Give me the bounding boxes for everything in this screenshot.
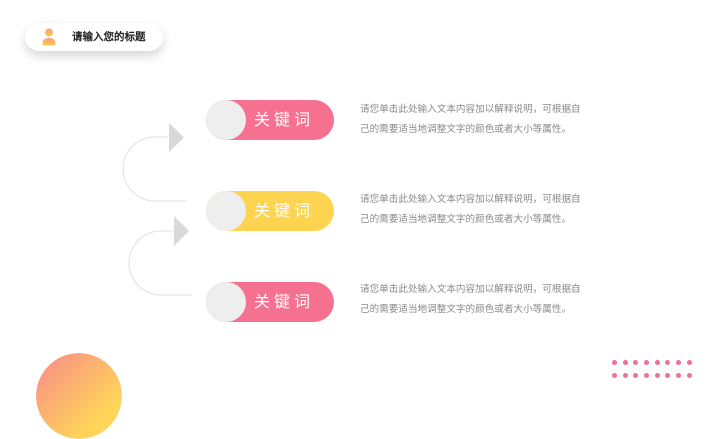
keyword-label: 关键词 [254, 292, 315, 311]
decorative-dot [665, 360, 671, 365]
keyword-pill-3: 关键词 [206, 282, 334, 322]
decorative-dot [633, 360, 639, 365]
decorative-half-circle [36, 353, 122, 439]
decorative-dot [612, 360, 617, 365]
decorative-dot [665, 373, 671, 378]
keyword-pill-1: 关键词 [206, 100, 334, 140]
pill-knob [206, 100, 246, 140]
description-line: 己的需要适当地调整文字的颜色或者大小等属性。 [360, 214, 572, 225]
decorative-dot [622, 360, 628, 365]
decorative-dot [654, 360, 660, 365]
title-badge: 请输入您的标题 [25, 23, 163, 51]
decorative-dot-grid [612, 360, 698, 386]
keyword-label: 关键词 [254, 201, 315, 220]
decorative-dot [644, 373, 650, 378]
description-3: 请您单击此处输入文本内容加以解释说明，可根据自 己的需要适当地调整文字的颜色或者… [360, 280, 610, 320]
description-2: 请您单击此处输入文本内容加以解释说明，可根据自 己的需要适当地调整文字的颜色或者… [360, 190, 610, 230]
person-icon [42, 28, 56, 46]
decorative-dot [676, 373, 682, 378]
description-line: 己的需要适当地调整文字的颜色或者大小等属性。 [360, 304, 572, 315]
keyword-pill-2: 关键词 [206, 191, 334, 231]
description-line: 请您单击此处输入文本内容加以解释说明，可根据自 [360, 194, 581, 205]
decorative-dot [654, 373, 660, 378]
description-1: 请您单击此处输入文本内容加以解释说明，可根据自 己的需要适当地调整文字的颜色或者… [360, 100, 610, 140]
pill-knob [206, 191, 246, 231]
page-title: 请输入您的标题 [72, 31, 146, 43]
flow-connectors [122, 123, 192, 296]
decorative-dot [686, 360, 692, 365]
connector-2 [128, 216, 192, 296]
arrow-right-icon [174, 216, 189, 246]
decorative-dot [676, 360, 682, 365]
decorative-dot [612, 373, 617, 378]
pill-knob [206, 282, 246, 322]
keyword-label: 关键词 [254, 110, 315, 129]
description-line: 己的需要适当地调整文字的颜色或者大小等属性。 [360, 124, 572, 135]
description-line: 请您单击此处输入文本内容加以解释说明，可根据自 [360, 104, 581, 115]
connector-1 [122, 123, 187, 202]
description-line: 请您单击此处输入文本内容加以解释说明，可根据自 [360, 284, 581, 295]
decorative-dot [633, 373, 639, 378]
arrow-right-icon [169, 123, 184, 152]
decorative-dot [622, 373, 628, 378]
decorative-dot [686, 373, 692, 378]
decorative-dot [644, 360, 650, 365]
